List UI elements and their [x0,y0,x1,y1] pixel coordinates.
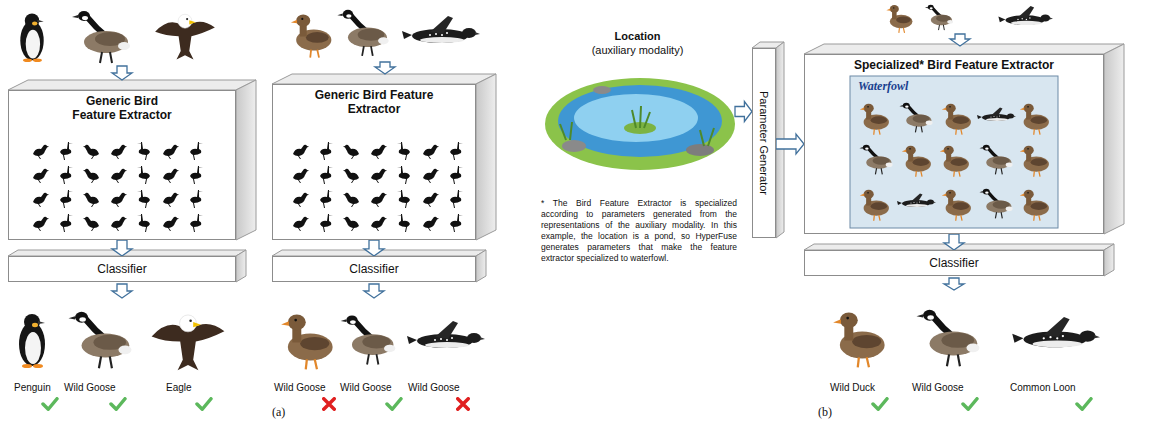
block-arrow [944,234,964,250]
subfigure-caption: (a) [272,405,285,420]
class-label: Wild Goose [408,382,460,393]
block-arrow [776,134,804,154]
flow-arrow [112,34,970,298]
node-text: Specialized* Bird Feature Extractor [809,59,1099,73]
class-label: Eagle [166,382,192,393]
classifier-box: Classifier [8,256,236,282]
node-text: Location [540,30,735,44]
node-text: Classifier [97,262,146,276]
specialized-extractor-box: Specialized* Bird Feature Extractor [804,54,1104,234]
node-text: Generic Bird Feature Extractor [314,89,434,117]
class-label: Wild Goose [274,382,326,393]
poster-title: Waterfowl [858,79,908,94]
class-label: Penguin [14,382,51,393]
class-label: Wild Goose [340,382,392,393]
node-text: Classifier [929,256,978,270]
silhouette-grid [33,142,463,232]
class-label: Wild Goose [64,382,116,393]
feature-extractor-box: Generic Bird Feature Extractor [8,90,236,240]
feature-extractor-box: Generic Bird Feature Extractor [272,84,476,240]
box-depth [8,42,1124,282]
location-node: Location(auxiliary modality) [540,28,735,175]
subfigure-caption: (b) [818,405,832,420]
block-arrow [735,102,752,122]
block-arrow [364,240,384,256]
node-text: (auxiliary modality) [540,44,735,58]
pond [545,78,735,170]
footnote: * The Bird Feature Extractor is speciali… [541,198,737,264]
node-text: Generic Bird Feature Extractor [66,95,178,123]
waterfowl-poster [850,76,1058,228]
class-label: Common Loon [1010,382,1076,393]
result-marks [43,399,1091,410]
block-arrow [112,240,132,256]
parameter-generator-box: Parameter Generator [752,48,776,238]
classifier-box: Classifier [272,256,476,282]
node-text: Parameter Generator [758,91,770,195]
bird-pictures [19,5,1100,370]
class-label: Wild Duck [830,382,875,393]
node-text: Classifier [349,262,398,276]
class-label: Wild Goose [912,382,964,393]
classifier-box: Classifier [804,250,1104,276]
